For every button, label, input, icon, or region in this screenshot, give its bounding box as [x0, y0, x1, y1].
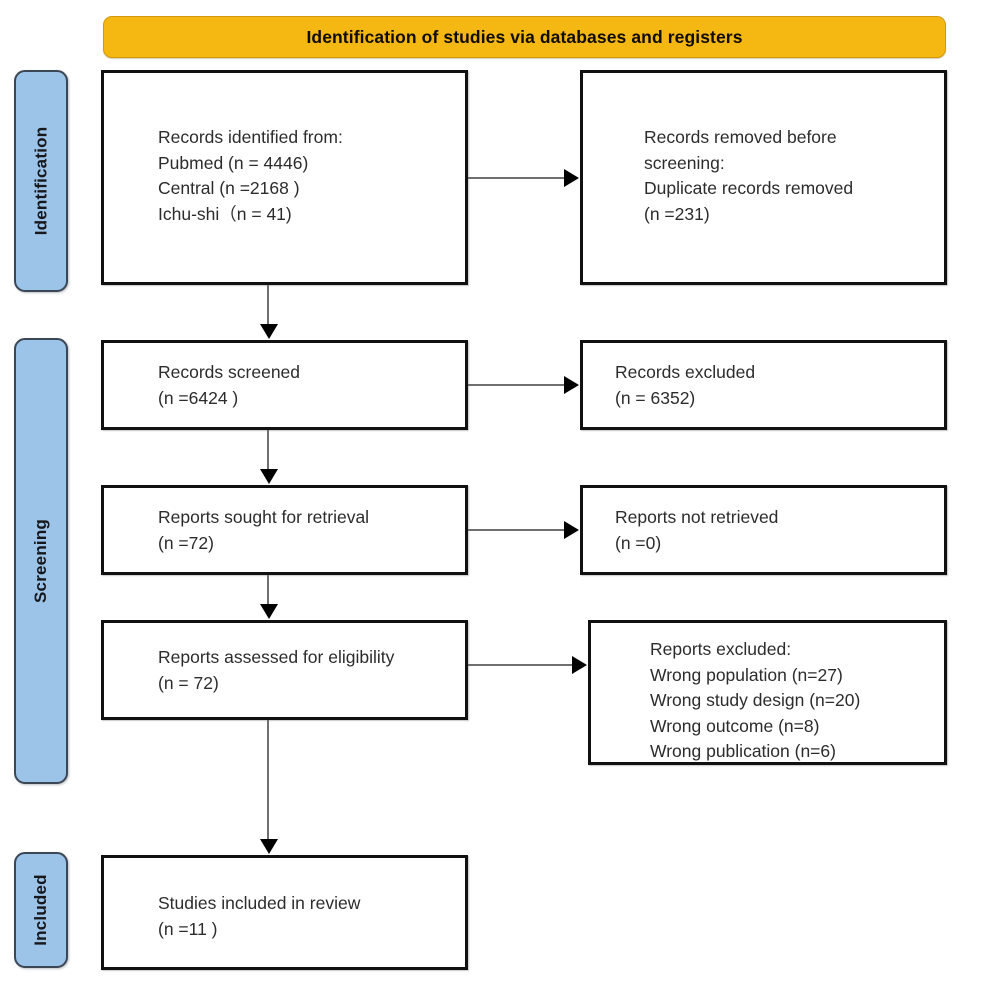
connector-identified-to-screened — [267, 285, 269, 325]
box-reports-sought: Reports sought for retrieval (n =72) — [101, 485, 468, 575]
box-records-excluded: Records excluded (n = 6352) — [580, 340, 947, 430]
diagram-header-title: Identification of studies via databases … — [306, 26, 743, 47]
stage-label-identification: Identification — [14, 70, 68, 292]
box-records-screened: Records screened (n =6424 ) — [101, 340, 468, 430]
connector-screened-to-sought — [267, 430, 269, 470]
arrow-down-icon — [260, 469, 278, 484]
box-studies-included: Studies included in review (n =11 ) — [101, 855, 468, 970]
box-reports-excluded-reasons: Reports excluded: Wrong population (n=27… — [588, 620, 947, 765]
connector-screened-to-excluded — [468, 384, 565, 386]
box-records-removed-text: Records removed before screening: Duplic… — [644, 127, 854, 224]
connector-sought-to-notretrieved — [468, 529, 565, 531]
arrow-right-icon — [564, 521, 579, 539]
stage-label-included: Included — [14, 852, 68, 968]
connector-assessed-to-included — [267, 720, 269, 840]
box-records-identified: Records identified from: Pubmed (n = 444… — [101, 70, 468, 285]
stage-label-included-text: Included — [31, 874, 50, 946]
connector-assessed-to-reasons — [468, 664, 573, 666]
arrow-right-icon — [572, 656, 587, 674]
arrow-right-icon — [564, 376, 579, 394]
box-reports-assessed-text: Reports assessed for eligibility (n = 72… — [158, 647, 395, 693]
stage-label-screening: Screening — [14, 338, 68, 784]
box-records-screened-text: Records screened (n =6424 ) — [158, 362, 301, 408]
box-records-identified-text: Records identified from: Pubmed (n = 444… — [158, 127, 343, 224]
box-reports-assessed: Reports assessed for eligibility (n = 72… — [101, 620, 468, 720]
arrow-right-icon — [564, 169, 579, 187]
box-records-excluded-text: Records excluded (n = 6352) — [615, 362, 756, 408]
connector-identified-to-removed — [468, 177, 565, 179]
box-reports-excluded-reasons-text: Reports excluded: Wrong population (n=27… — [650, 639, 861, 761]
box-records-removed: Records removed before screening: Duplic… — [580, 70, 947, 285]
box-reports-not-retrieved: Reports not retrieved (n =0) — [580, 485, 947, 575]
diagram-header-banner: Identification of studies via databases … — [103, 16, 946, 58]
box-reports-not-retrieved-text: Reports not retrieved (n =0) — [615, 507, 779, 553]
arrow-down-icon — [260, 604, 278, 619]
stage-label-identification-text: Identification — [31, 126, 51, 236]
stage-label-screening-text: Screening — [31, 519, 50, 603]
arrow-down-icon — [260, 324, 278, 339]
box-reports-sought-text: Reports sought for retrieval (n =72) — [158, 507, 370, 553]
box-studies-included-text: Studies included in review (n =11 ) — [158, 893, 361, 939]
connector-sought-to-assessed — [267, 575, 269, 605]
arrow-down-icon — [260, 839, 278, 854]
